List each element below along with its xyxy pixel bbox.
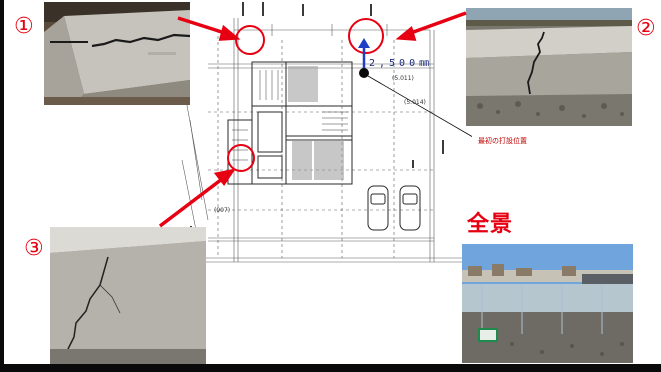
- arrow-to-circle-3: [158, 174, 228, 228]
- dimension-label: 2,500㎜: [369, 58, 434, 69]
- marker-1: ①: [14, 14, 34, 39]
- room-code-5014: (5.014): [404, 99, 426, 106]
- marker-3: ③: [24, 236, 44, 261]
- photo-crack-1: [44, 2, 190, 105]
- overview-title: 全景: [467, 212, 514, 237]
- marker-2: ②: [636, 16, 656, 41]
- photo-crack-2: [466, 8, 632, 126]
- photo-crack-3: [50, 227, 206, 364]
- photo-overview: [462, 244, 633, 363]
- left-edge-bar: [0, 0, 4, 372]
- bottom-edge-bar: [0, 364, 661, 372]
- arrow-to-circle-2: [407, 11, 467, 36]
- first-pour-position-label: 最初の打設位置: [478, 137, 527, 145]
- room-code-907: (907): [214, 207, 231, 214]
- room-code-5011: (5.011): [392, 75, 414, 82]
- arrow-to-circle-1: [177, 16, 229, 36]
